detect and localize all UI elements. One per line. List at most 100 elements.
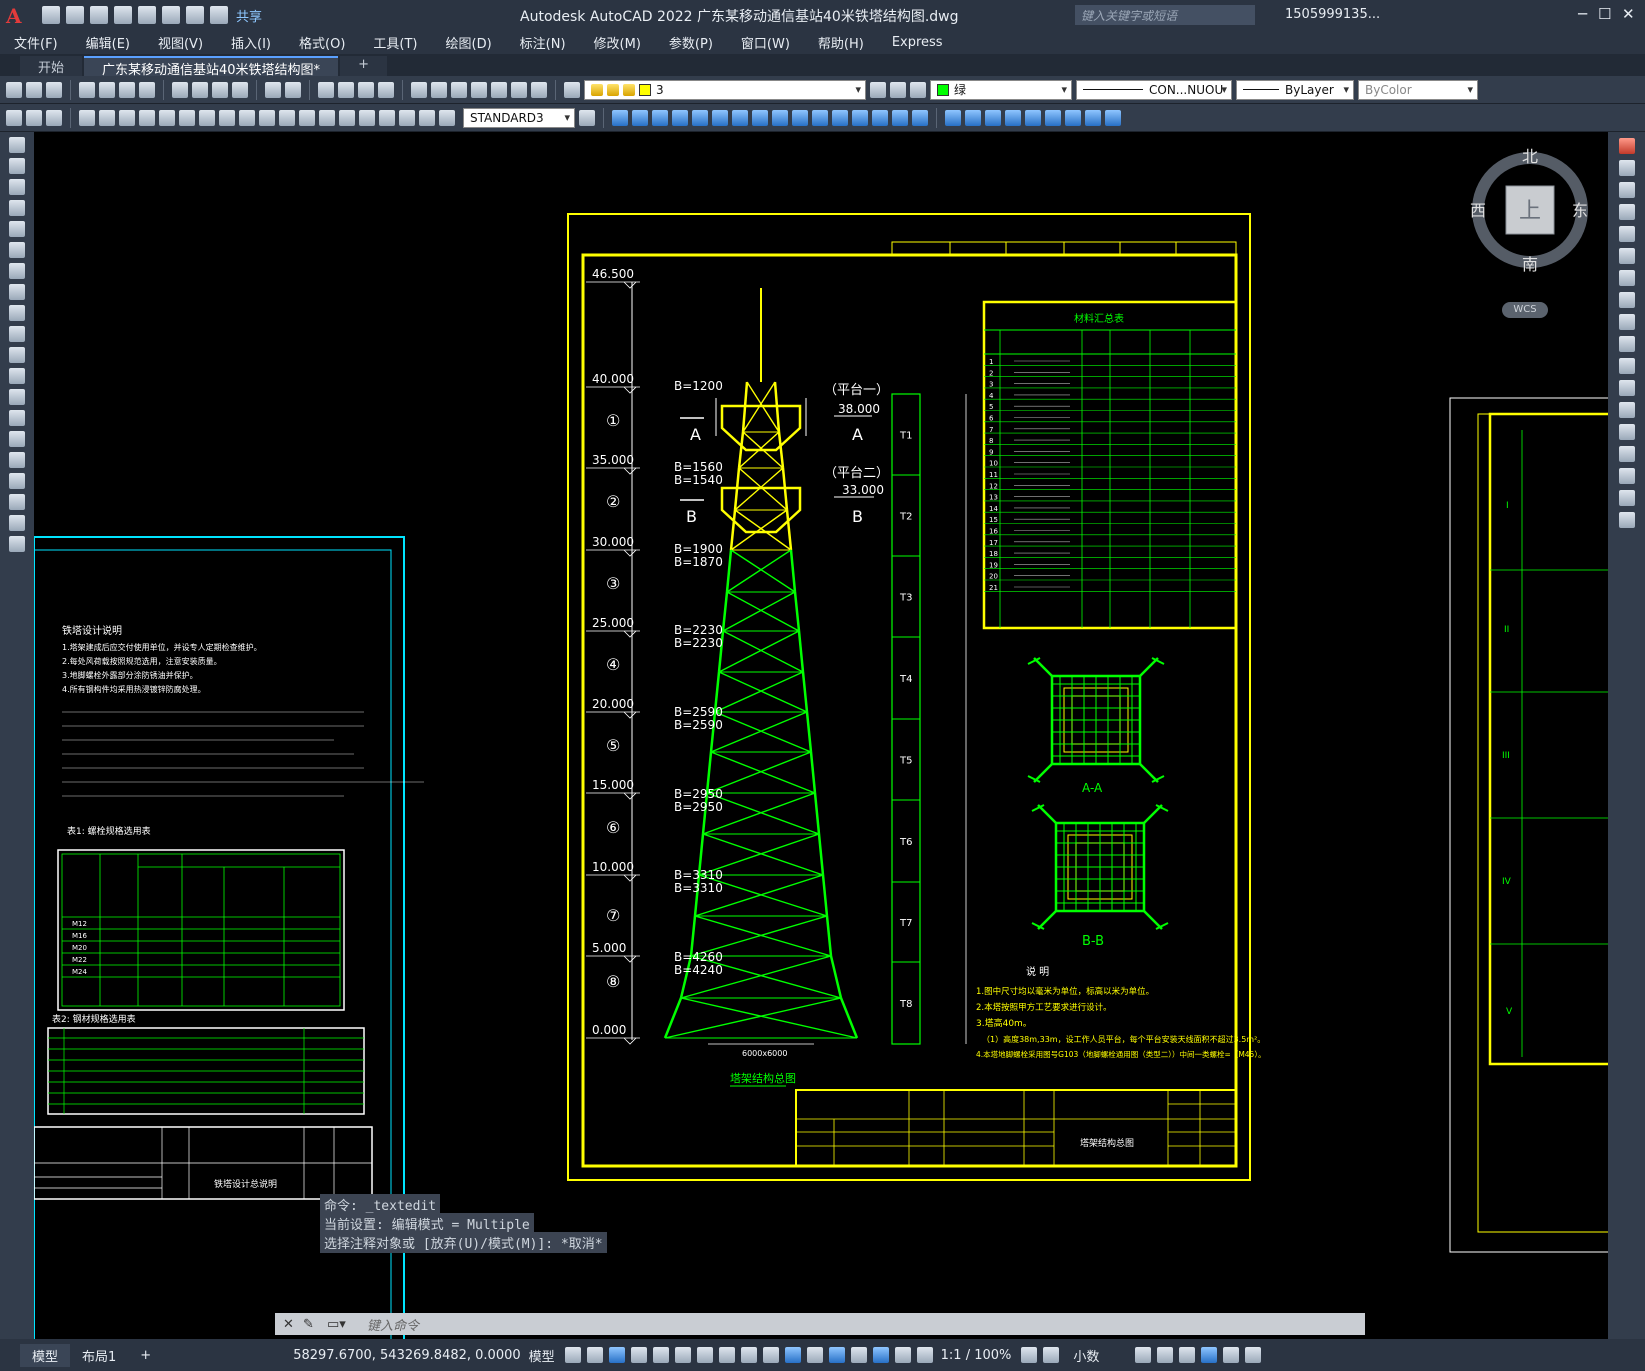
match-prop-icon[interactable] (232, 81, 248, 98)
save-as-icon[interactable] (114, 6, 132, 24)
menu-insert[interactable]: 插入(I) (231, 36, 272, 52)
area-icon[interactable] (1085, 109, 1101, 126)
otrack-icon[interactable] (674, 1347, 691, 1363)
plot-icon[interactable] (162, 6, 180, 24)
sheet-set-icon[interactable] (471, 81, 487, 98)
menu-window[interactable]: 窗口(W) (740, 36, 790, 52)
dimstyle-manager-icon[interactable] (579, 109, 595, 126)
layer-manager-icon[interactable] (564, 81, 580, 98)
viewcube-west[interactable]: 西 (1470, 201, 1486, 220)
undo-tool-icon[interactable] (265, 81, 281, 98)
ortho-icon[interactable] (608, 1347, 625, 1363)
command-input[interactable]: 键入命令 (367, 1318, 420, 1334)
scale-side-icon[interactable] (1618, 292, 1635, 308)
lock-ui-icon[interactable] (1157, 1347, 1174, 1363)
plotstyle-dropdown[interactable]: ByColor (1358, 79, 1478, 100)
add-layout-icon[interactable]: + (140, 1347, 152, 1363)
pan-icon[interactable] (318, 81, 334, 98)
publish-icon[interactable] (119, 81, 135, 98)
open-icon[interactable] (66, 6, 84, 24)
menu-format[interactable]: 格式(O) (299, 36, 346, 52)
share-button[interactable]: 共享 (236, 9, 263, 25)
menu-dimension[interactable]: 标注(N) (519, 36, 566, 52)
dimstyle-dropdown[interactable]: STANDARD3 (463, 107, 575, 128)
blend-icon[interactable] (1618, 490, 1635, 506)
table-style-icon[interactable] (46, 109, 62, 126)
quick-properties-icon[interactable] (1135, 1347, 1152, 1363)
break-icon[interactable] (832, 109, 848, 126)
wcs-menu[interactable]: WCS (1502, 302, 1548, 318)
tab-drawing[interactable]: 广东某移动通信基站40米铁塔结构图* (84, 56, 339, 78)
qnew-icon[interactable] (6, 81, 22, 98)
center-mark-icon[interactable] (339, 109, 355, 126)
annotation-monitor-icon[interactable] (1043, 1347, 1060, 1363)
rotate-icon[interactable] (732, 109, 748, 126)
jogged-linear-icon[interactable] (379, 109, 395, 126)
viewcube-top[interactable]: 上 (1519, 199, 1541, 224)
3d-osnap-icon[interactable] (784, 1347, 801, 1363)
ungroup-icon[interactable] (1045, 109, 1061, 126)
menu-parametric[interactable]: 参数(P) (668, 36, 713, 52)
layer-previous-icon[interactable] (890, 81, 906, 98)
extend-icon[interactable] (812, 109, 828, 126)
zoom-previous-icon[interactable] (378, 81, 394, 98)
model-space-button[interactable]: 模型 (528, 1349, 555, 1365)
angular-dim-icon[interactable] (219, 109, 235, 126)
polyline-icon[interactable] (9, 179, 25, 195)
viewcube-north[interactable]: 北 (1522, 148, 1538, 166)
workspace-switch-icon[interactable] (1021, 1347, 1038, 1363)
stretch-icon[interactable] (772, 109, 788, 126)
gradient-icon[interactable] (9, 452, 25, 468)
explode-icon[interactable] (912, 109, 928, 126)
drawing-canvas[interactable]: 铁塔设计说明 1.塔架建成后应交付使用单位，并设专人定期检查维护。 2.每处风荷… (34, 132, 1608, 1339)
undo-icon[interactable] (186, 6, 204, 24)
tool-palettes-icon[interactable] (451, 81, 467, 98)
line-icon[interactable] (9, 137, 25, 153)
hatch-icon[interactable] (9, 431, 25, 447)
new-icon[interactable] (42, 6, 60, 24)
mirror-icon[interactable] (652, 109, 668, 126)
save-icon[interactable] (90, 6, 108, 24)
copy-side-icon[interactable] (1618, 160, 1635, 176)
customization-icon[interactable] (1245, 1347, 1262, 1363)
menu-draw[interactable]: 绘图(D) (445, 36, 492, 52)
isolate-objects-icon[interactable] (1179, 1347, 1196, 1363)
make-current-icon[interactable] (870, 81, 886, 98)
calculator-icon[interactable] (511, 81, 527, 98)
region-icon[interactable] (9, 473, 25, 489)
clean-screen-icon[interactable] (1223, 1347, 1240, 1363)
menu-view[interactable]: 视图(V) (157, 36, 204, 52)
osnap-icon[interactable] (696, 1347, 713, 1363)
maximize-icon[interactable]: ☐ (1598, 5, 1612, 23)
autocad-logo-icon[interactable]: A (6, 4, 22, 28)
dim-update-icon[interactable] (439, 109, 455, 126)
mirror-side-icon[interactable] (1618, 182, 1635, 198)
layer-dropdown[interactable]: 3 (584, 79, 866, 100)
linetype-dropdown[interactable]: CON...NUOU (1076, 79, 1232, 100)
viewcube[interactable]: 上 北 南 东 西 (1468, 148, 1592, 272)
extend-side-icon[interactable] (1618, 358, 1635, 374)
construction-line-icon[interactable] (9, 158, 25, 174)
fillet-icon[interactable] (892, 109, 908, 126)
zoom-window-icon[interactable] (358, 81, 374, 98)
trim-side-icon[interactable] (1618, 336, 1635, 352)
mtext-icon[interactable] (9, 515, 25, 531)
markup-icon[interactable] (491, 81, 507, 98)
break-side-icon[interactable] (1618, 402, 1635, 418)
erase-side-icon[interactable] (1618, 138, 1635, 154)
print-icon[interactable] (79, 81, 95, 98)
table-icon[interactable] (9, 494, 25, 510)
paste-icon[interactable] (212, 81, 228, 98)
preview-icon[interactable] (99, 81, 115, 98)
grid-icon[interactable] (564, 1347, 581, 1363)
color-dropdown[interactable]: 绿 (930, 79, 1072, 100)
isodraft-icon[interactable] (652, 1347, 669, 1363)
chamfer-icon[interactable] (872, 109, 888, 126)
menu-help[interactable]: 帮助(H) (817, 36, 864, 52)
redo-icon[interactable] (210, 6, 228, 24)
rotate-side-icon[interactable] (1618, 270, 1635, 286)
diameter-dim-icon[interactable] (199, 109, 215, 126)
snap-icon[interactable] (586, 1347, 603, 1363)
dim-space-icon[interactable] (299, 109, 315, 126)
inspection-icon[interactable] (359, 109, 375, 126)
